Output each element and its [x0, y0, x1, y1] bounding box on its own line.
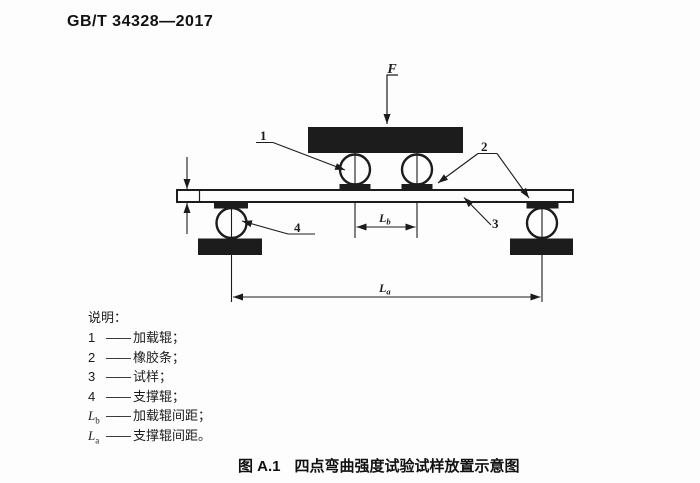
- legend-item-support-roller: 4——支撑辊；: [88, 388, 186, 404]
- support-span-label: La: [378, 281, 391, 297]
- legend-title: 说明：: [88, 310, 128, 325]
- figure-title: 四点弯曲强度试验试样放置示意图: [294, 458, 520, 475]
- force-label: F: [386, 62, 397, 77]
- legend-item-loading-span: Lb——加载辊间距；: [88, 408, 212, 426]
- legend-item-label: 加载辊；: [133, 330, 186, 345]
- legend-item-rubber-strip: 2——橡胶条；: [88, 349, 186, 365]
- legend-item-label: 支撑辊间距。: [133, 427, 212, 443]
- figure-number: 图 A.1: [238, 458, 281, 475]
- force-arrow: [383, 74, 398, 124]
- legend-item-support-span: La——支撑辊间距。: [88, 427, 212, 446]
- callout-4-leader: [241, 220, 289, 235]
- legend-item-label: 支撑辊；: [133, 388, 186, 404]
- loading-span-label: Lb: [378, 211, 391, 227]
- specimen-beam: [176, 189, 574, 203]
- callout-3-specimen: 3: [492, 216, 499, 231]
- figure-caption: 图 A.1 四点弯曲强度试验试样放置示意图: [238, 455, 520, 476]
- standard-number: GB/T 34328—2017: [67, 13, 214, 30]
- support-block-left: [198, 238, 262, 255]
- callout-1-loading-roller: 1: [260, 128, 267, 143]
- legend: 说明： 1——加载辊； 2——橡胶条； 3——试样； 4——支撑辊； Lb——加…: [88, 308, 211, 445]
- callout-2-rubber-strip: 2: [481, 139, 488, 154]
- legend-item-specimen: 3——试样；: [88, 369, 173, 384]
- legend-item-label: 试样；: [133, 369, 173, 384]
- rubber-strip-loading-right: [401, 184, 433, 191]
- loading-block: [308, 127, 463, 153]
- four-point-bending-diagram: F Lb La 1: [176, 62, 574, 302]
- rubber-strip-loading-left: [339, 184, 371, 191]
- callout-2-leader-right: [496, 153, 530, 199]
- legend-item-label: 加载辊间距；: [133, 408, 212, 423]
- callout-3-leader: [463, 197, 492, 226]
- legend-item-label: 橡胶条；: [133, 349, 186, 365]
- callout-1-leader: [272, 141, 346, 171]
- callout-4-support-roller: 4: [294, 220, 301, 235]
- support-block-right: [510, 238, 573, 255]
- legend-item-loading-roller: 1——加载辊；: [88, 330, 186, 345]
- callout-2-leader-left: [437, 153, 479, 184]
